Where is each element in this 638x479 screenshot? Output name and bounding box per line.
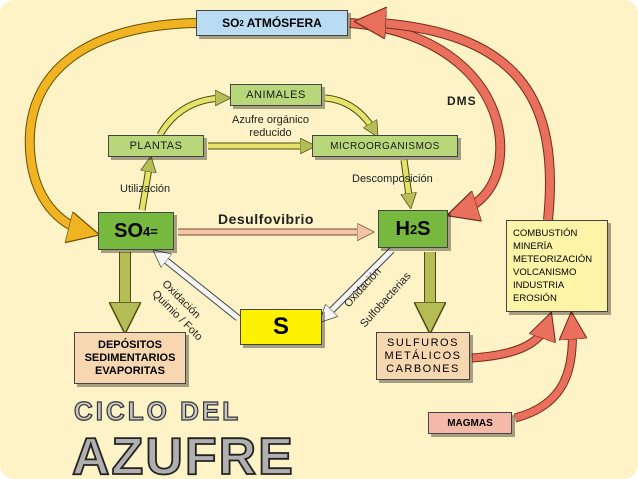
s-box: S — [240, 309, 322, 345]
title-line-2: AZUFRE — [72, 428, 295, 479]
sulfuros-line-2: METÁLICOS — [384, 349, 462, 362]
h2s-sub: 2 — [409, 221, 418, 237]
dms-label: DMS — [447, 94, 477, 108]
source-industria: INDUSTRIA — [513, 280, 565, 291]
utilizacion-label: Utilización — [120, 183, 171, 195]
azufre-organico-line-1: Azufre orgánico — [232, 114, 310, 126]
desulfovibrio-label: Desulfovibrio — [218, 211, 314, 227]
arrow-so2-to-h2s-fill — [349, 19, 505, 212]
so2-label: SO — [222, 16, 240, 30]
animales-box: ANIMALES — [230, 84, 322, 106]
title-line-1: CICLO DEL — [74, 396, 241, 426]
azufre-organico-label: Azufre orgánico reducido — [232, 114, 309, 140]
source-combustion: COMBUSTIÓN — [513, 228, 578, 239]
depositos-line-3: EVAPORITAS — [95, 364, 165, 377]
arrow-plantas-to-animales-fill — [157, 98, 225, 137]
sources-box: COMBUSTIÓN MINERÍA METEORIZACIÓN VOLCANI… — [506, 220, 608, 312]
depositos-line-1: DEPÓSITOS — [98, 338, 162, 351]
arrow-animales-to-micro-fill — [324, 95, 375, 132]
arrow-magmas-to-sources-fill — [514, 322, 572, 422]
plantas-box: PLANTAS — [108, 135, 204, 157]
h2s-label: H — [395, 217, 410, 240]
arrow-sources-to-so2 — [365, 17, 555, 221]
arrow-h2s-to-s-fill — [324, 248, 394, 318]
arrow-sulfuros-to-sources-fill — [471, 322, 548, 362]
source-erosion: EROSIÓN — [513, 293, 557, 304]
so4-sup: = — [150, 223, 158, 239]
so2-sub: 2 — [239, 18, 244, 28]
source-mineria: MINERÍA — [513, 241, 553, 252]
source-volcanismo: VOLCANISMO — [513, 267, 577, 278]
title-block: CICLO DEL AZUFRE — [71, 395, 295, 479]
arrow-so2-to-so4 — [24, 18, 197, 237]
source-meteorizacion: METEORIZACIÓN — [513, 254, 593, 265]
depositos-box: DEPÓSITOS SEDIMENTARIOS EVAPORITAS — [74, 332, 186, 384]
microorganismos-box: MICROORGANISMOS — [312, 135, 458, 157]
sulfuros-box: SULFUROS METÁLICOS CARBONES — [376, 332, 470, 380]
arrow-micro-to-h2s-fill — [404, 159, 410, 203]
arrow-so2-to-so4-fill — [25, 19, 197, 232]
sulfuros-line-1: SULFUROS — [387, 336, 459, 349]
arrow-so4-to-plantas-fill — [139, 162, 150, 211]
azufre-organico-line-2: reducido — [249, 127, 292, 139]
so4-sub: 4 — [143, 223, 151, 239]
h2s-suffix: S — [417, 217, 431, 240]
arrow-sources-to-so2-fill — [366, 22, 554, 221]
magmas-box: MAGMAS — [428, 412, 512, 434]
so2-suffix: ATMÓSFERA — [243, 16, 322, 30]
depositos-line-2: SEDIMENTARIOS — [84, 351, 176, 364]
arrow-s-to-so4-fill — [158, 254, 240, 320]
sulfuros-line-3: CARBONES — [386, 362, 460, 375]
so4-label: SO — [114, 219, 144, 242]
descomposicion-label: Descomposición — [352, 173, 433, 185]
